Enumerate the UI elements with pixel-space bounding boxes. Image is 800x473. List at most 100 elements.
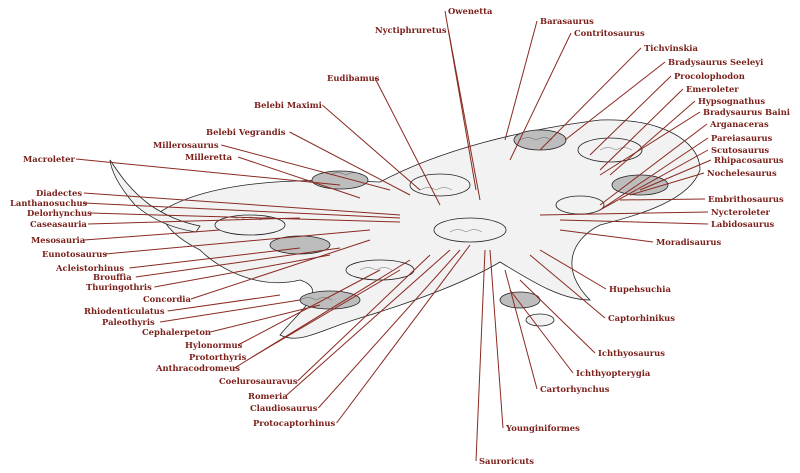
taxon-label: Belebi Maximi	[254, 100, 322, 110]
leader-line	[539, 47, 642, 151]
leader-line	[509, 289, 574, 374]
taxon-label: Romeria	[248, 391, 288, 401]
taxon-label: Caseasauria	[30, 219, 87, 229]
taxon-label: Owenetta	[448, 6, 493, 16]
taxon-label: Pareiasaurus	[711, 133, 773, 143]
animal-body-6	[555, 195, 605, 215]
leader-line	[599, 88, 684, 171]
leader-lines	[75, 10, 712, 462]
leader-line	[237, 269, 381, 346]
leader-line	[75, 158, 341, 186]
leader-line	[609, 100, 696, 176]
animal-body-10	[299, 290, 361, 310]
leader-line	[559, 219, 709, 225]
taxon-label: Scutosaurus	[711, 145, 769, 155]
taxon-label: Cartorhynchus	[540, 384, 610, 394]
animal-body-13	[525, 313, 555, 327]
taxon-label: Coelurosauravus	[219, 376, 298, 386]
taxon-label: Eudibamus	[327, 73, 380, 83]
taxon-label: Arganaceras	[709, 119, 769, 129]
taxon-label: Sauroricuts	[479, 456, 534, 466]
leader-line	[564, 61, 666, 141]
leader-line	[599, 111, 701, 176]
taxon-label: Ichthyosaurus	[598, 348, 665, 358]
taxon-label: Nyctiphruretus	[375, 25, 447, 35]
leader-line	[154, 254, 331, 288]
taxon-label: Cephalerpeton	[142, 327, 211, 337]
leader-line	[539, 249, 607, 290]
leader-line	[210, 304, 321, 333]
taxon-label: Paleothyris	[102, 317, 155, 327]
leader-line	[539, 211, 709, 216]
leader-line	[83, 202, 401, 219]
leader-line	[190, 239, 371, 300]
taxon-label: Delorhynchus	[27, 208, 92, 218]
taxon-label: Mesosauria	[31, 235, 86, 245]
leader-line	[447, 29, 481, 201]
leader-line	[639, 159, 712, 191]
taxon-label: Emeroleter	[686, 84, 739, 94]
taxon-label: Bradysaurus Seeleyi	[668, 57, 763, 67]
animal-body-3	[513, 129, 567, 151]
taxon-label: Moradisaurus	[656, 237, 721, 247]
animal-body-4	[577, 137, 643, 163]
animal-body-2	[409, 173, 471, 197]
taxon-label: Claudiosaurus	[250, 403, 318, 413]
leader-line	[529, 254, 606, 319]
leader-line	[629, 172, 705, 196]
leader-line	[599, 149, 709, 211]
leader-line	[129, 247, 301, 269]
taxon-label: Hypsognathus	[698, 96, 765, 106]
taxon-label: Protocaptorhinus	[253, 418, 335, 428]
leader-line	[135, 247, 341, 278]
taxon-label: Brouffia	[93, 272, 132, 282]
taxon-label: Captorhinikus	[608, 313, 675, 323]
taxon-label: Nycteroleter	[711, 207, 771, 217]
leader-line	[559, 229, 654, 243]
taxon-label: Contritosaurus	[574, 28, 645, 38]
taxon-label: Anthracodromeus	[155, 363, 240, 373]
leader-line	[160, 299, 301, 323]
animal-body-1	[311, 170, 369, 190]
scale-texture	[219, 137, 633, 301]
leader-line	[589, 75, 672, 156]
leader-line	[504, 20, 538, 141]
taxon-label: Concordia	[143, 294, 191, 304]
leader-line	[475, 249, 486, 462]
taxon-label: Rhipacosaurus	[714, 155, 784, 165]
leader-line	[509, 32, 572, 161]
leader-line	[489, 249, 504, 429]
taxon-label: Younginiformes	[505, 423, 580, 433]
leader-line	[619, 198, 706, 201]
taxon-label: Millerosaurus	[153, 140, 219, 150]
taxon-label: Bradysaurus Baini	[703, 107, 790, 117]
taxon-label: Tichvinskia	[644, 43, 698, 53]
taxon-label: Thuringothris	[86, 282, 152, 292]
taxon-label: Procolophodon	[674, 71, 745, 81]
leader-line	[317, 249, 461, 409]
taxon-label: Protorthyris	[189, 352, 247, 362]
leader-line	[374, 77, 441, 206]
taxon-label: Milleretta	[185, 152, 233, 162]
leader-line	[167, 294, 281, 312]
leader-line	[519, 279, 596, 354]
leader-line	[285, 249, 451, 397]
leader-line	[237, 156, 361, 199]
leader-line	[88, 217, 301, 225]
taxon-label: Macroleter	[23, 154, 76, 164]
taxon-label: Lanthanosuchus	[10, 198, 88, 208]
taxon-label: Rhiodenticulatus	[84, 306, 165, 316]
taxon-label: Diadectes	[36, 188, 82, 198]
taxon-label: Nochelesaurus	[707, 168, 777, 178]
animal-body-12	[499, 291, 541, 309]
taxon-label: Embrithosaurus	[708, 194, 784, 204]
leader-line	[234, 259, 411, 369]
taxon-label: Acleistorhinus	[55, 263, 124, 273]
leader-line	[221, 144, 391, 191]
leader-line	[599, 137, 709, 211]
leader-line	[83, 229, 221, 241]
taxon-label: Barasaurus	[540, 16, 594, 26]
taxon-label: Labidosaurus	[711, 219, 775, 229]
